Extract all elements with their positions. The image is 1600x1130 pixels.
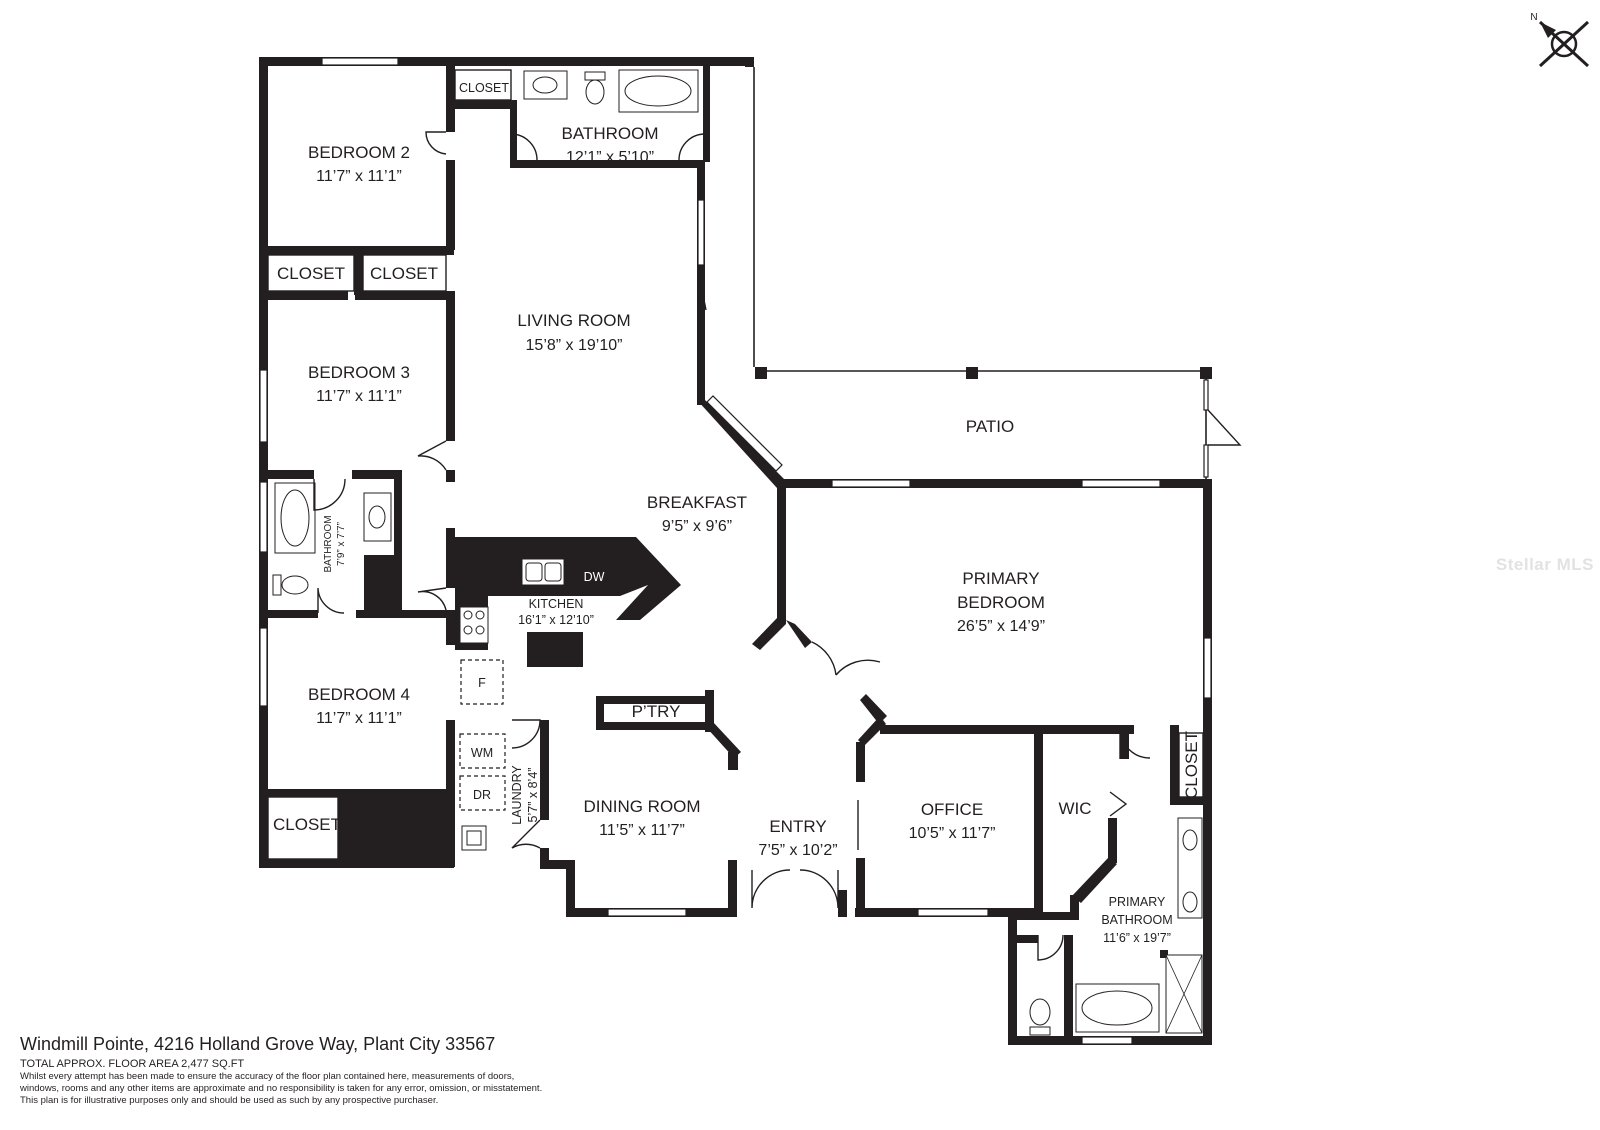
hall-bath-name: BATHROOM	[323, 515, 334, 572]
bedroom2-dim: 11’7” x 11’1”	[316, 168, 402, 185]
closet-boxes	[267, 69, 1204, 860]
closet-right-label: CLOSET	[370, 264, 438, 283]
address: Windmill Pointe, 4216 Holland Grove Way,…	[20, 1034, 496, 1054]
washer-label: WM	[471, 746, 493, 760]
windows	[259, 57, 1212, 1045]
disclaimer-line-3: This plan is for illustrative purposes o…	[20, 1095, 439, 1106]
kitchen-counter	[455, 537, 681, 667]
closet-left-label: CLOSET	[277, 264, 345, 283]
kitchen-name: KITCHEN	[529, 597, 584, 611]
doors	[313, 131, 1242, 961]
fridge-label: F	[478, 676, 486, 690]
bedroom4-name: BEDROOM 4	[308, 685, 410, 704]
primary-bedroom-dim: 26’5” x 14’9”	[957, 618, 1045, 635]
interior-walls	[268, 57, 1212, 1045]
primary-bath-dim: 11’6” x 19’7”	[1103, 931, 1171, 945]
entry-name: ENTRY	[769, 817, 826, 836]
breakfast-name: BREAKFAST	[647, 493, 747, 512]
north-label: N	[1530, 12, 1537, 23]
laundry-dim: 5’7” x 8’4”	[526, 768, 540, 823]
bedroom2-name: BEDROOM 2	[308, 143, 410, 162]
disclaimer-line-2: windows, rooms and any other items are a…	[20, 1083, 543, 1094]
closet-top-label: CLOSET	[459, 81, 509, 95]
living-name: LIVING ROOM	[517, 311, 630, 330]
kitchen-dim: 16’1” x 12’10”	[518, 613, 594, 627]
bathroom-top-dim: 12’1” x 5’10”	[566, 149, 654, 166]
floor-area: TOTAL APPROX. FLOOR AREA 2,477 SQ.FT	[20, 1058, 245, 1070]
pantry-name: P’TRY	[632, 702, 681, 721]
dining-name: DINING ROOM	[583, 797, 700, 816]
closet-bottom-label: CLOSET	[273, 815, 341, 834]
fixtures	[272, 69, 1203, 1036]
primary-bath-line2: BATHROOM	[1101, 913, 1172, 927]
laundry-name: LAUNDRY	[510, 765, 524, 825]
primary-bedroom-line1: PRIMARY	[962, 569, 1039, 588]
patio-name: PATIO	[966, 417, 1015, 436]
entry-dim: 7’5” x 10’2”	[758, 842, 837, 859]
breakfast-dim: 9’5” x 9’6”	[662, 518, 732, 535]
dining-dim: 11’5” x 11’7”	[599, 822, 685, 839]
watermark: Stellar MLS	[1495, 555, 1594, 574]
bathroom-top-name: BATHROOM	[562, 124, 659, 143]
bedroom3-name: BEDROOM 3	[308, 363, 410, 382]
disclaimer-line-1: Whilst every attempt has been made to en…	[20, 1071, 515, 1082]
primary-bedroom-line2: BEDROOM	[957, 593, 1045, 612]
dw-label: DW	[584, 570, 605, 584]
office-name: OFFICE	[921, 800, 983, 819]
bedroom3-dim: 11’7” x 11’1”	[316, 388, 402, 405]
primary-bath-line1: PRIMARY	[1109, 895, 1166, 909]
bedroom4-dim: 11’7” x 11’1”	[316, 710, 402, 727]
closet-primary-label: CLOSET	[1182, 731, 1201, 799]
dryer-label: DR	[473, 788, 491, 802]
office-dim: 10’5” x 11’7”	[909, 825, 996, 842]
footer: Windmill Pointe, 4216 Holland Grove Way,…	[20, 1033, 720, 1107]
wic-name: WIC	[1058, 799, 1091, 818]
living-dim: 15’8” x 19’10”	[526, 337, 623, 354]
room-labels: BEDROOM 2 11’7” x 11’1” CLOSET BATHROOM …	[273, 81, 1201, 945]
north-arrow-icon: N	[1530, 12, 1590, 68]
hall-bath-dim: 7’9” x 7’7”	[336, 522, 347, 566]
